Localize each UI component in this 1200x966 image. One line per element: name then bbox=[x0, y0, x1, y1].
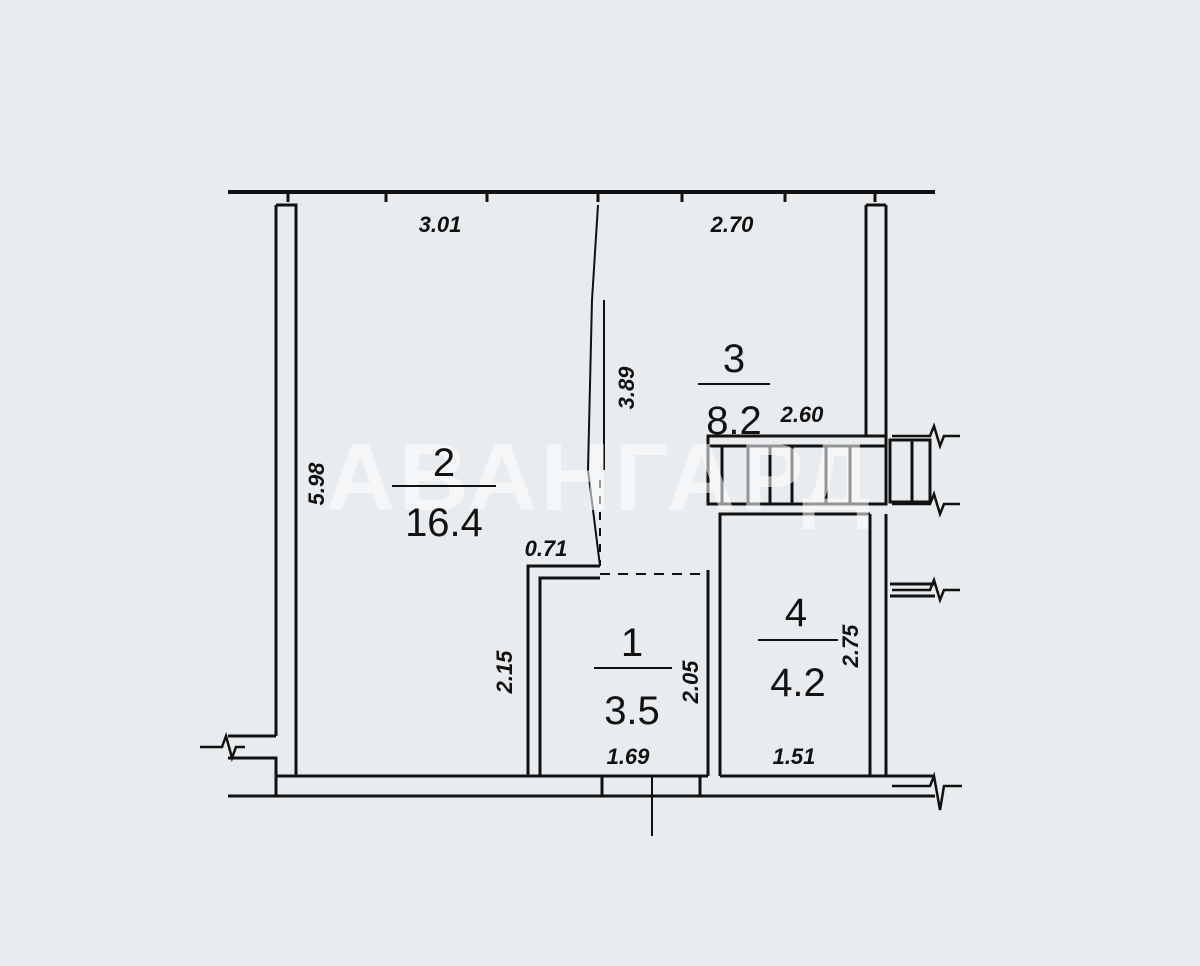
dim-room1-height: 2.05 bbox=[678, 660, 703, 705]
dim-partition-height: 3.89 bbox=[614, 366, 639, 410]
room-3-number: 3 bbox=[723, 337, 745, 381]
room-4-number: 4 bbox=[785, 591, 807, 635]
dim-lower-left-height: 2.15 bbox=[492, 650, 517, 695]
room-1-area: 3.5 bbox=[604, 689, 660, 733]
watermark: АВАНГАРД bbox=[326, 424, 875, 531]
room-2-area: 16.4 bbox=[405, 501, 483, 545]
walls bbox=[228, 190, 935, 798]
dim-left-height: 5.98 bbox=[304, 462, 329, 506]
room-3-area: 8.2 bbox=[706, 399, 762, 443]
dim-room4-width: 1.51 bbox=[773, 744, 816, 769]
dim-top-right: 2.70 bbox=[710, 212, 755, 237]
dim-room1-width: 1.69 bbox=[607, 744, 651, 769]
break-marks bbox=[200, 422, 962, 811]
dim-top-left: 3.01 bbox=[419, 212, 462, 237]
room-3: 3 8.2 bbox=[698, 337, 770, 443]
dim-corridor-step: 0.71 bbox=[525, 536, 568, 561]
room-1-number: 1 bbox=[621, 621, 643, 665]
room-1: 1 3.5 bbox=[594, 621, 672, 733]
room-2: 2 16.4 bbox=[392, 441, 496, 545]
room-2-number: 2 bbox=[433, 441, 455, 485]
room-4-area: 4.2 bbox=[770, 661, 826, 705]
dim-room4-height: 2.75 bbox=[838, 624, 863, 669]
room-4: 4 4.2 bbox=[758, 591, 838, 705]
dim-balcony-width: 2.60 bbox=[780, 402, 825, 427]
partition-wall bbox=[586, 204, 605, 567]
